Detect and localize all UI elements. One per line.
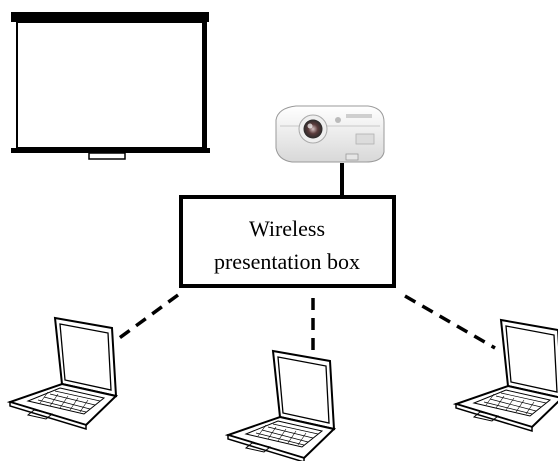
wireless-presentation-box: Wireless presentation box xyxy=(179,195,396,288)
laptop-icon xyxy=(452,318,558,433)
laptop-icon xyxy=(224,349,337,461)
wireless-link-left xyxy=(116,293,180,341)
laptop-icon xyxy=(6,316,119,431)
box-label-line1: Wireless xyxy=(249,216,325,241)
box-label-line2: presentation box xyxy=(214,249,360,274)
wireless-link-right xyxy=(404,294,496,350)
projection-screen-icon xyxy=(11,12,210,160)
projector-icon xyxy=(275,105,385,163)
